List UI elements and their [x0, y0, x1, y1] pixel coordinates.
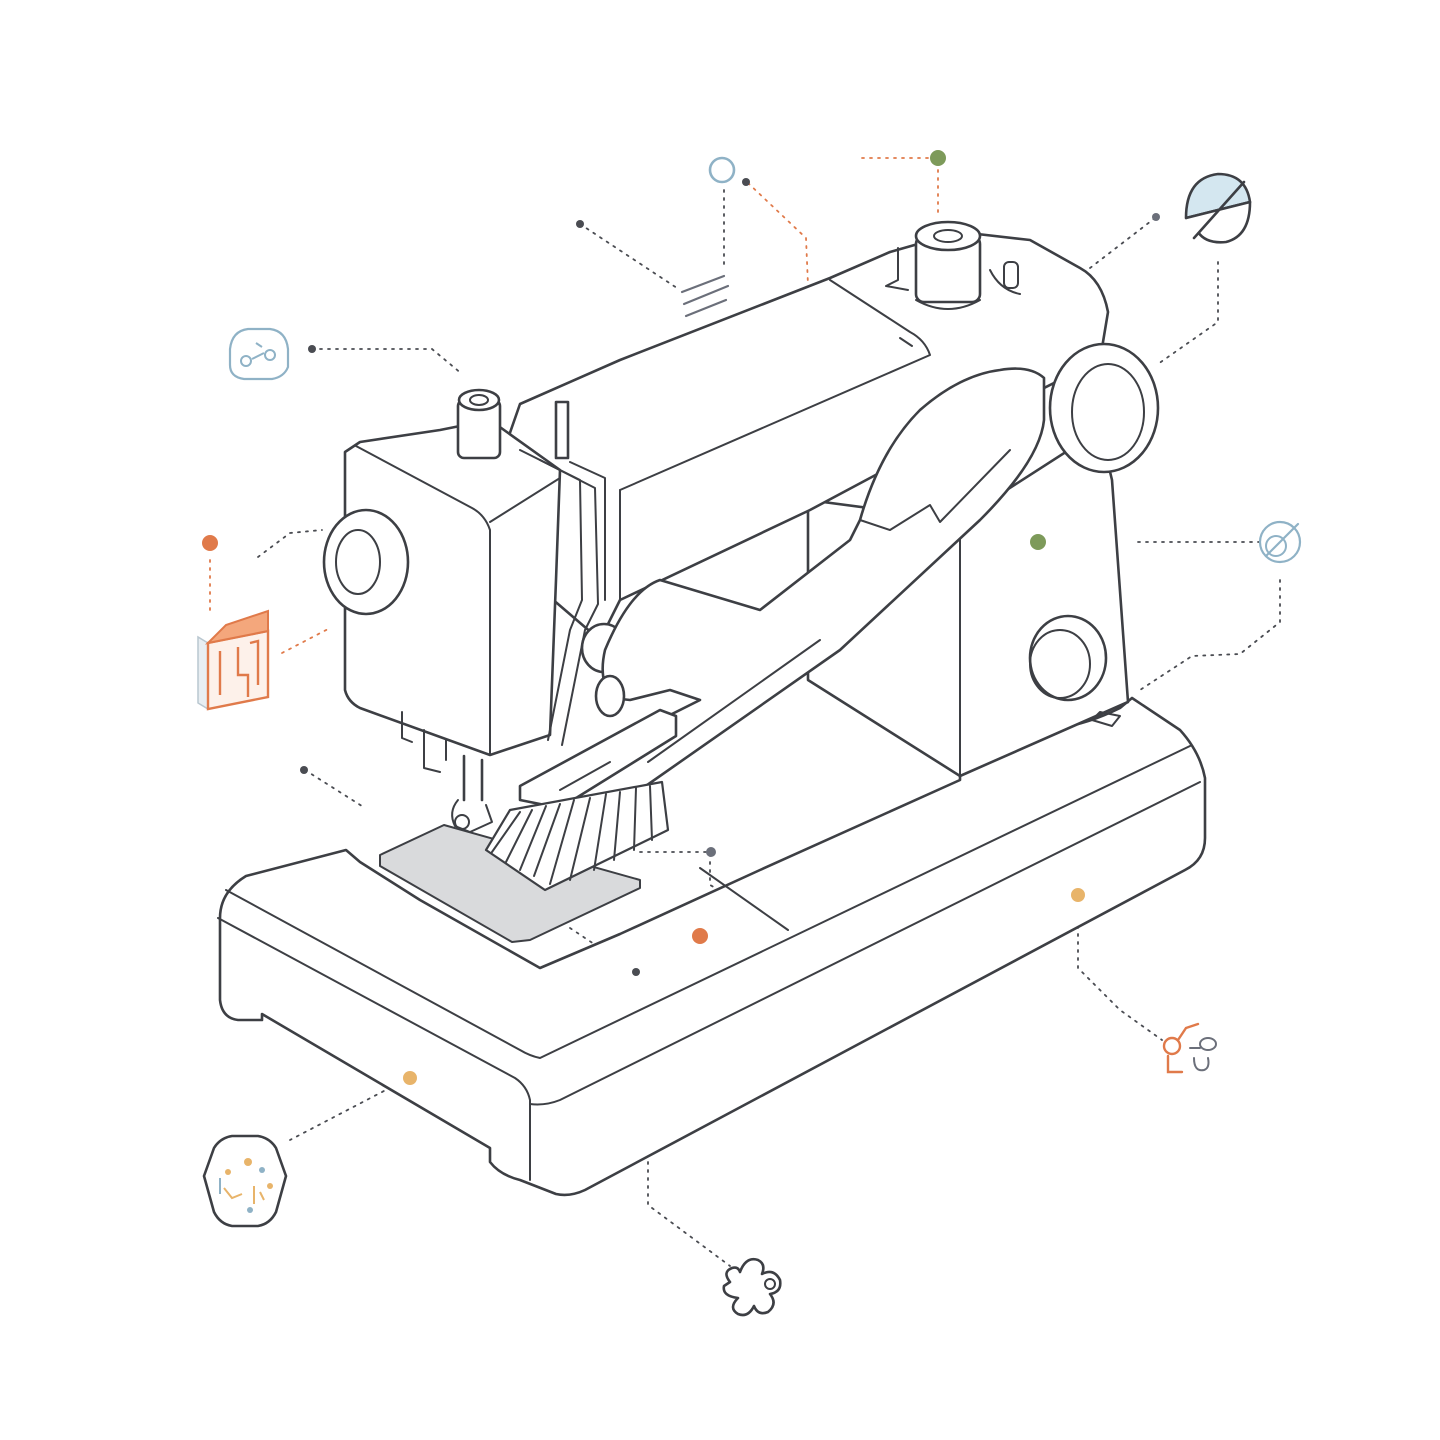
leader-gear [647, 1089, 731, 1267]
bed-seam [699, 867, 789, 931]
thread-path-2 [539, 459, 599, 746]
leader-dome [1089, 217, 1156, 269]
leader-presser [304, 769, 366, 809]
bristle-strands [491, 785, 653, 885]
bobbin-stop [1003, 261, 1019, 289]
arm-body [488, 230, 1110, 642]
dot-orange-bed [692, 928, 708, 944]
brush-handle-ridge [859, 449, 1011, 531]
machine-head [322, 388, 628, 833]
base-top-edge [225, 745, 1191, 1059]
handwheel-inner [1071, 363, 1145, 461]
thread-guide-rod [554, 400, 570, 460]
dot-small-6 [632, 968, 640, 976]
base-side-edge [529, 781, 1201, 1106]
needle-clamp-1 [401, 711, 413, 743]
needle-clamp-2 [423, 729, 441, 773]
thread-spool-icon [197, 609, 270, 711]
accent-dots [202, 150, 1160, 1085]
brush-head-seam [559, 761, 611, 791]
leader-handwheel-left [257, 529, 323, 558]
bristles [484, 780, 670, 892]
dot-small-7 [706, 847, 716, 857]
dotted-hex-icon [202, 1134, 288, 1228]
dome-icon [1184, 172, 1252, 244]
machine-arm [488, 230, 1110, 642]
pillar-latch [1091, 711, 1121, 727]
leader-dome-down [1157, 261, 1219, 365]
stitch-knob[interactable] [1028, 614, 1108, 702]
leader-lines [579, 223, 681, 291]
thread-guide-left [885, 247, 909, 291]
dot-gold-base [403, 1071, 417, 1085]
brush-handle-and-hand [538, 367, 1046, 822]
lines-icon [680, 274, 730, 318]
head-top-edge [489, 477, 561, 523]
base-outline [218, 696, 1207, 1197]
leader-lever [1077, 909, 1163, 1041]
handwheel[interactable] [1048, 342, 1160, 474]
spool-pin-base [915, 299, 981, 310]
dot-green-top [930, 150, 946, 166]
lever-icon [1162, 1022, 1217, 1074]
dot-gold-right [1071, 888, 1085, 902]
leader-cassette [311, 348, 463, 375]
presser-foot-screw [454, 814, 470, 830]
leader-hex [289, 1079, 406, 1141]
cleaning-brush [484, 367, 1046, 892]
dot-small-3 [742, 178, 750, 186]
stitch-knob-face [1029, 629, 1091, 699]
arm-top-panel [619, 279, 931, 491]
head-spool-top [457, 388, 501, 412]
bobbin-winder-hub [335, 529, 381, 595]
gear-icon [722, 1257, 782, 1317]
top-fixtures [885, 220, 1021, 310]
dot-green-pillar [1030, 534, 1046, 550]
spool-pin-top [914, 220, 982, 252]
thumb [594, 674, 626, 718]
leader-spool [281, 627, 331, 654]
head-front-edge [355, 445, 491, 756]
spool-pin-hole [933, 229, 963, 243]
dot-small-1 [308, 345, 316, 353]
dot-orange-left [202, 535, 218, 551]
cassette-icon [228, 327, 290, 381]
dot-small-2 [576, 220, 584, 228]
machine-base [217, 696, 1207, 1197]
needle-plate [379, 824, 641, 943]
small-circle-icon [708, 156, 736, 184]
brush-head [518, 708, 678, 810]
leader-spool-pin [861, 157, 939, 216]
head-body [343, 418, 562, 757]
brush-handle-edge [647, 639, 821, 763]
handwheel-outer [1048, 342, 1160, 474]
thread-path-3 [569, 461, 606, 601]
presser-foot [451, 799, 493, 833]
leader-slash-down [1139, 579, 1281, 691]
leader-top [747, 182, 809, 286]
slash-circle-icon [1258, 520, 1302, 564]
bobbin-stop-base [989, 269, 1021, 295]
dot-small-5 [300, 766, 308, 774]
dot-small-4 [1152, 213, 1160, 221]
arm-mark [899, 337, 913, 347]
head-spool-hole [469, 394, 489, 406]
base-front-edge [217, 917, 531, 1181]
